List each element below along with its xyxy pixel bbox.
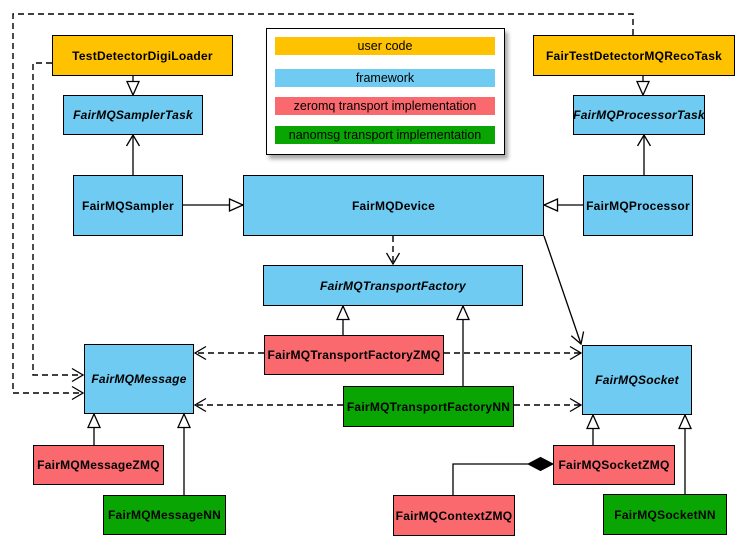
class-label: TestDetectorDigiLoader [72,48,213,63]
class-fairmq-context-zmq: FairMQContextZMQ [393,495,515,536]
class-fairmq-device: FairMQDevice [243,175,544,236]
class-fairmq-message-nn: FairMQMessageNN [103,495,226,535]
class-label: FairMQSamplerTask [73,108,193,122]
class-label: FairMQMessageZMQ [37,458,160,472]
legend-item-zeromq: zeromq transport implementation [275,97,495,115]
class-label: FairMQProcessorTask [573,108,705,122]
edge-contextzmq-socketzmq-composition [452,463,528,495]
class-fairmq-processor: FairMQProcessor [583,175,693,236]
class-label: FairMQSocketNN [614,507,716,522]
class-label: FairMQTransportFactoryNN [346,399,511,414]
class-label: FairMQProcessor [586,198,690,213]
class-label: FairMQMessage [91,372,187,386]
class-label: FairMQSampler [82,198,174,213]
legend-label: nanomsg transport implementation [288,128,482,142]
class-fair-test-detector-mq-reco-task: FairTestDetectorMQRecoTask [533,35,735,76]
legend-label: zeromq transport implementation [293,99,477,113]
edge-recotask-message-dependency [12,13,634,401]
legend: user code framework zeromq transport imp… [266,28,505,155]
composition-diamond [526,456,555,472]
class-fairmq-sampler: FairMQSampler [73,175,183,236]
edge-device-socket-association [543,235,585,346]
class-fairmq-message: FairMQMessage [84,344,194,414]
class-label: FairMQTransportFactory [320,278,466,293]
class-fairmq-transport-factory: FairMQTransportFactory [263,265,523,306]
class-fairmq-processor-task: FairMQProcessorTask [573,95,705,135]
class-label: FairMQSocket [595,373,679,387]
legend-item-framework: framework [275,69,495,87]
legend-item-user-code: user code [275,37,495,55]
class-label: FairMQContextZMQ [395,508,513,523]
class-label: FairMQMessageNN [107,508,222,522]
legend-item-nanomsg: nanomsg transport implementation [275,126,495,144]
class-fairmq-sampler-task: FairMQSamplerTask [63,95,203,135]
class-fairmq-transport-factory-nn: FairMQTransportFactoryNN [343,386,514,427]
edge-digiloader-message-dependency [32,62,85,383]
legend-label: user code [357,39,413,53]
class-fairmq-transport-factory-zmq: FairMQTransportFactoryZMQ [264,335,444,375]
class-fairmq-message-zmq: FairMQMessageZMQ [33,445,164,485]
class-fairmq-socket: FairMQSocket [582,345,692,415]
class-label: FairMQDevice [351,198,436,213]
class-label: FairMQSocketZMQ [558,458,670,472]
class-fairmq-socket-zmq: FairMQSocketZMQ [553,445,675,485]
class-fairmq-socket-nn: FairMQSocketNN [603,494,727,535]
class-label: FairMQTransportFactoryZMQ [267,348,441,362]
legend-label: framework [355,71,415,85]
class-label: FairTestDetectorMQRecoTask [545,48,723,63]
class-test-detector-digi-loader: TestDetectorDigiLoader [52,35,233,76]
